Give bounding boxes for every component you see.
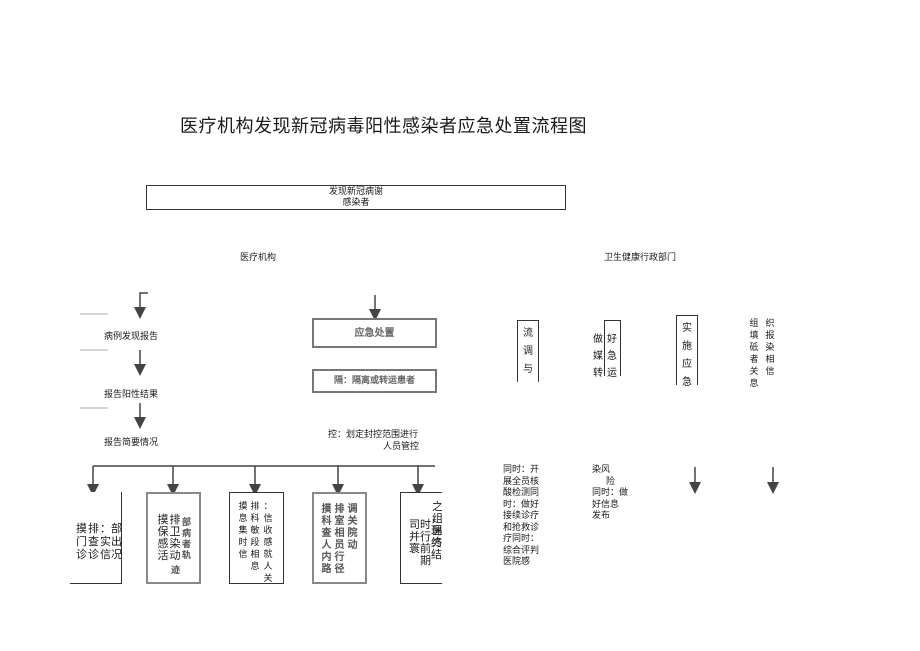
- implement-text: 实施应急: [682, 323, 692, 388]
- step-brief-report: 报告简要情况: [104, 438, 159, 448]
- info-release-line1: 染风: [592, 465, 611, 475]
- box4-col1: 摸科查人内路: [321, 504, 332, 575]
- box2-col2: 排卫染动: [169, 513, 181, 562]
- box-emergency-transport: 好急运: [604, 320, 621, 379]
- box4-col2: 排室相员行径: [334, 504, 345, 575]
- info-release-text: 染风 险 同时：做 好信息 发布: [592, 465, 628, 523]
- box-security-track: 摸保感活 排卫染动 部病者轨 迹: [146, 492, 201, 584]
- bottom-distribution: [87, 465, 435, 496]
- box1-col2: 排查诊: [88, 522, 99, 561]
- box5-col4: 之组另方: [432, 500, 442, 549]
- isolation-box: 隔：隔离或转运患者: [312, 369, 437, 393]
- control-text-line1: 控：划定封控范围进行: [328, 430, 419, 440]
- emergency-response-box: 应急处置: [312, 318, 437, 348]
- box1-col3: ：实信: [100, 522, 111, 561]
- concurrent-measures-text: 同时：开展全员核酸检测同时：做好接续诊疗和抢救诊疗同时：综合评判医院感: [503, 465, 540, 567]
- left-flow-arrows: [134, 292, 148, 429]
- box-epidemiology: 流调与: [517, 320, 539, 382]
- box1-col4: 部出况: [111, 522, 122, 561]
- box3-col2: 排科敏段相息: [250, 502, 260, 572]
- box-concurrent-actions: 司并寰 时行前期 ，理终结 之组另方: [400, 492, 442, 584]
- info-release-line3: 同时：做: [592, 488, 629, 498]
- start-node-line1: 发现新冠病谢: [328, 187, 383, 197]
- start-node-line2: 感染者: [342, 198, 370, 208]
- step-positive-report: 报告阳性结果: [104, 390, 159, 400]
- box3-col1: 摸息集时信: [238, 502, 248, 560]
- right-arrows: [689, 467, 779, 494]
- step-case-report: 病例发现报告: [104, 332, 159, 342]
- info-release-line4: 好信息: [592, 499, 620, 510]
- info-release-line5: 发布: [592, 511, 611, 521]
- control-text-line2: 人员管控: [383, 442, 420, 452]
- info-release-line2: 险: [606, 476, 616, 487]
- box-outpatient-check: 摸门诊 排查诊 ：实信 部出况: [70, 492, 122, 584]
- box2-col1: 摸保感活: [157, 513, 169, 562]
- transport-text-a: 做媒转: [593, 334, 603, 379]
- right-branch-heading: 卫生健康行政部门: [604, 253, 677, 263]
- box2-col4: 迹: [170, 566, 180, 576]
- box5-col2: 时行前期: [420, 518, 431, 567]
- box-hospital-movement: 摸科查人内路 排室相员行径 调关院动: [312, 492, 367, 584]
- box-implement-emergency: 实施应急: [676, 315, 698, 388]
- report-text-a: 组填砥者关息: [749, 319, 759, 389]
- flowchart-title: 医疗机构发现新冠病毒阳性感染者应急处置流程图: [180, 116, 587, 137]
- report-text-b: 织报染相信: [765, 319, 775, 377]
- box4-col3: 调关院动: [347, 504, 358, 551]
- box1-col1: 摸门诊: [76, 522, 87, 561]
- transport-text-b: 好急运: [607, 334, 617, 379]
- box5-col3: ，理终结: [431, 512, 442, 561]
- box3-col3: ：信收感就人关员: [263, 502, 273, 584]
- start-node: 发现新冠病谢 感染者: [146, 185, 566, 210]
- box2-col3: 部病者轨: [181, 518, 191, 561]
- box-info-collection: 摸息集时信 排科敏段相息 ：信收感就人关员: [229, 492, 284, 584]
- box5-col1: 司并寰: [409, 518, 420, 555]
- epidemiology-text: 流调与: [523, 328, 533, 375]
- left-branch-heading: 医疗机构: [240, 253, 277, 263]
